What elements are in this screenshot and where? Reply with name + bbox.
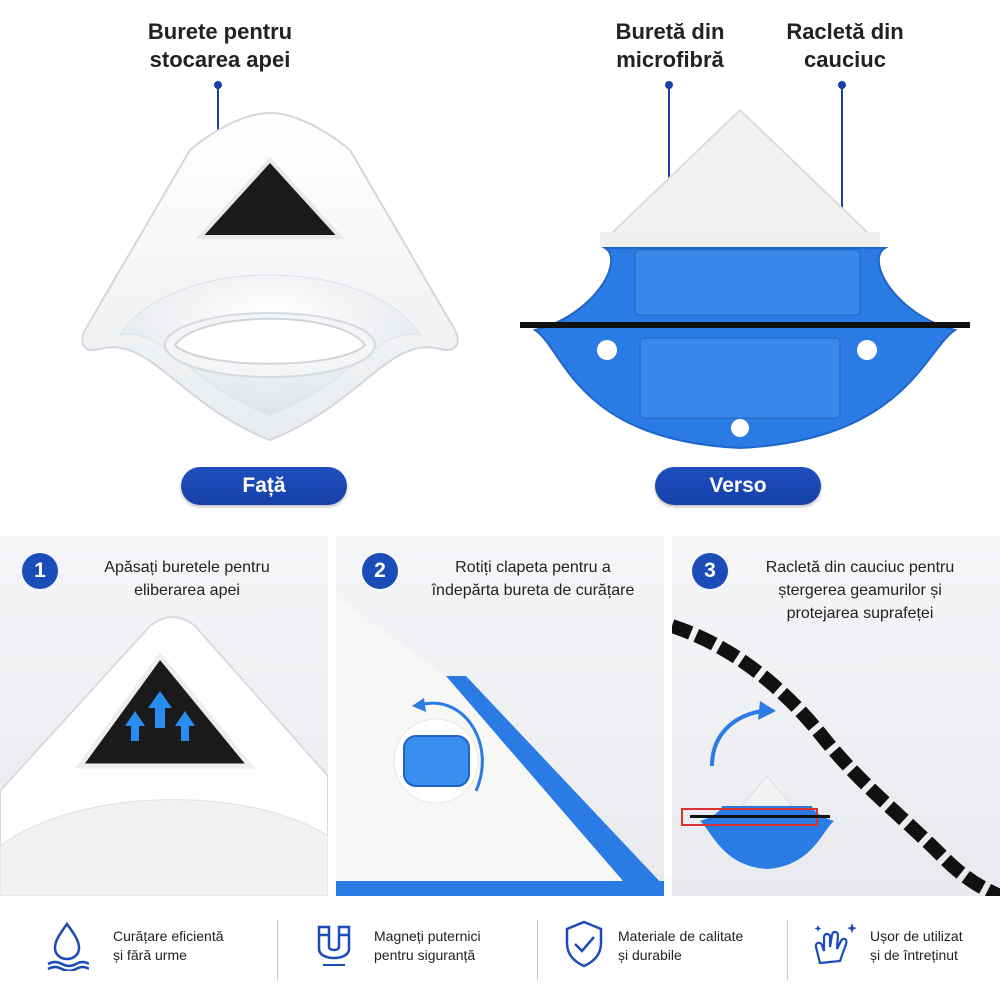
shield-check-icon: [565, 920, 603, 968]
label-microfiber: Buretă din microfibră: [615, 19, 725, 72]
product-back-image: [520, 110, 970, 450]
arrow-up-icon: [125, 691, 195, 741]
front-side-badge: Față: [181, 467, 347, 505]
feature-text-4: Ușor de utilizat și de întreținut: [870, 928, 963, 963]
leader-line-squeegee: [838, 81, 846, 329]
step-number-1: 1: [22, 553, 58, 589]
magnet-icon: [317, 925, 351, 966]
step-number-2: 2: [362, 553, 398, 589]
step-number-3: 3: [692, 553, 728, 589]
step-text-2: Rotiți clapeta pentru a îndepărta bureta…: [431, 559, 635, 599]
divider-3: [787, 920, 788, 980]
step-3-image: [672, 619, 1000, 896]
divider-2: [537, 920, 538, 980]
step-2-image: [336, 596, 664, 896]
feature-text-3: Materiale de calitate și durabile: [618, 928, 744, 963]
water-drop-icon: [47, 921, 89, 971]
feature-text-2: Magneți puternici pentru siguranță: [374, 928, 481, 963]
step-panel-3: 3 Racletă din cauciuc pentru ștergerea g…: [672, 536, 1000, 896]
leader-line-microfiber: [665, 81, 673, 204]
feature-text-1: Curățare eficientă și fără urme: [113, 928, 224, 963]
clean-hands-icon: [814, 923, 857, 965]
label-rubber-squeegee: Racletă din cauciuc: [786, 19, 904, 72]
step-panel-1: 1 Apăsați buretele pentru eliberarea ape…: [0, 536, 328, 896]
divider-1: [277, 920, 278, 980]
step-panel-2: 2 Rotiți clapeta pentru a îndepărta bure…: [336, 536, 664, 896]
step-text-1: Apăsați buretele pentru eliberarea apei: [104, 559, 270, 599]
label-water-sponge: Burete pentru stocarea apei: [147, 19, 293, 72]
step-text-3: Racletă din cauciuc pentru ștergerea gea…: [765, 559, 955, 622]
step-1-image: [0, 616, 328, 896]
back-side-badge: Verso: [655, 467, 821, 505]
product-front-image: [81, 111, 459, 442]
